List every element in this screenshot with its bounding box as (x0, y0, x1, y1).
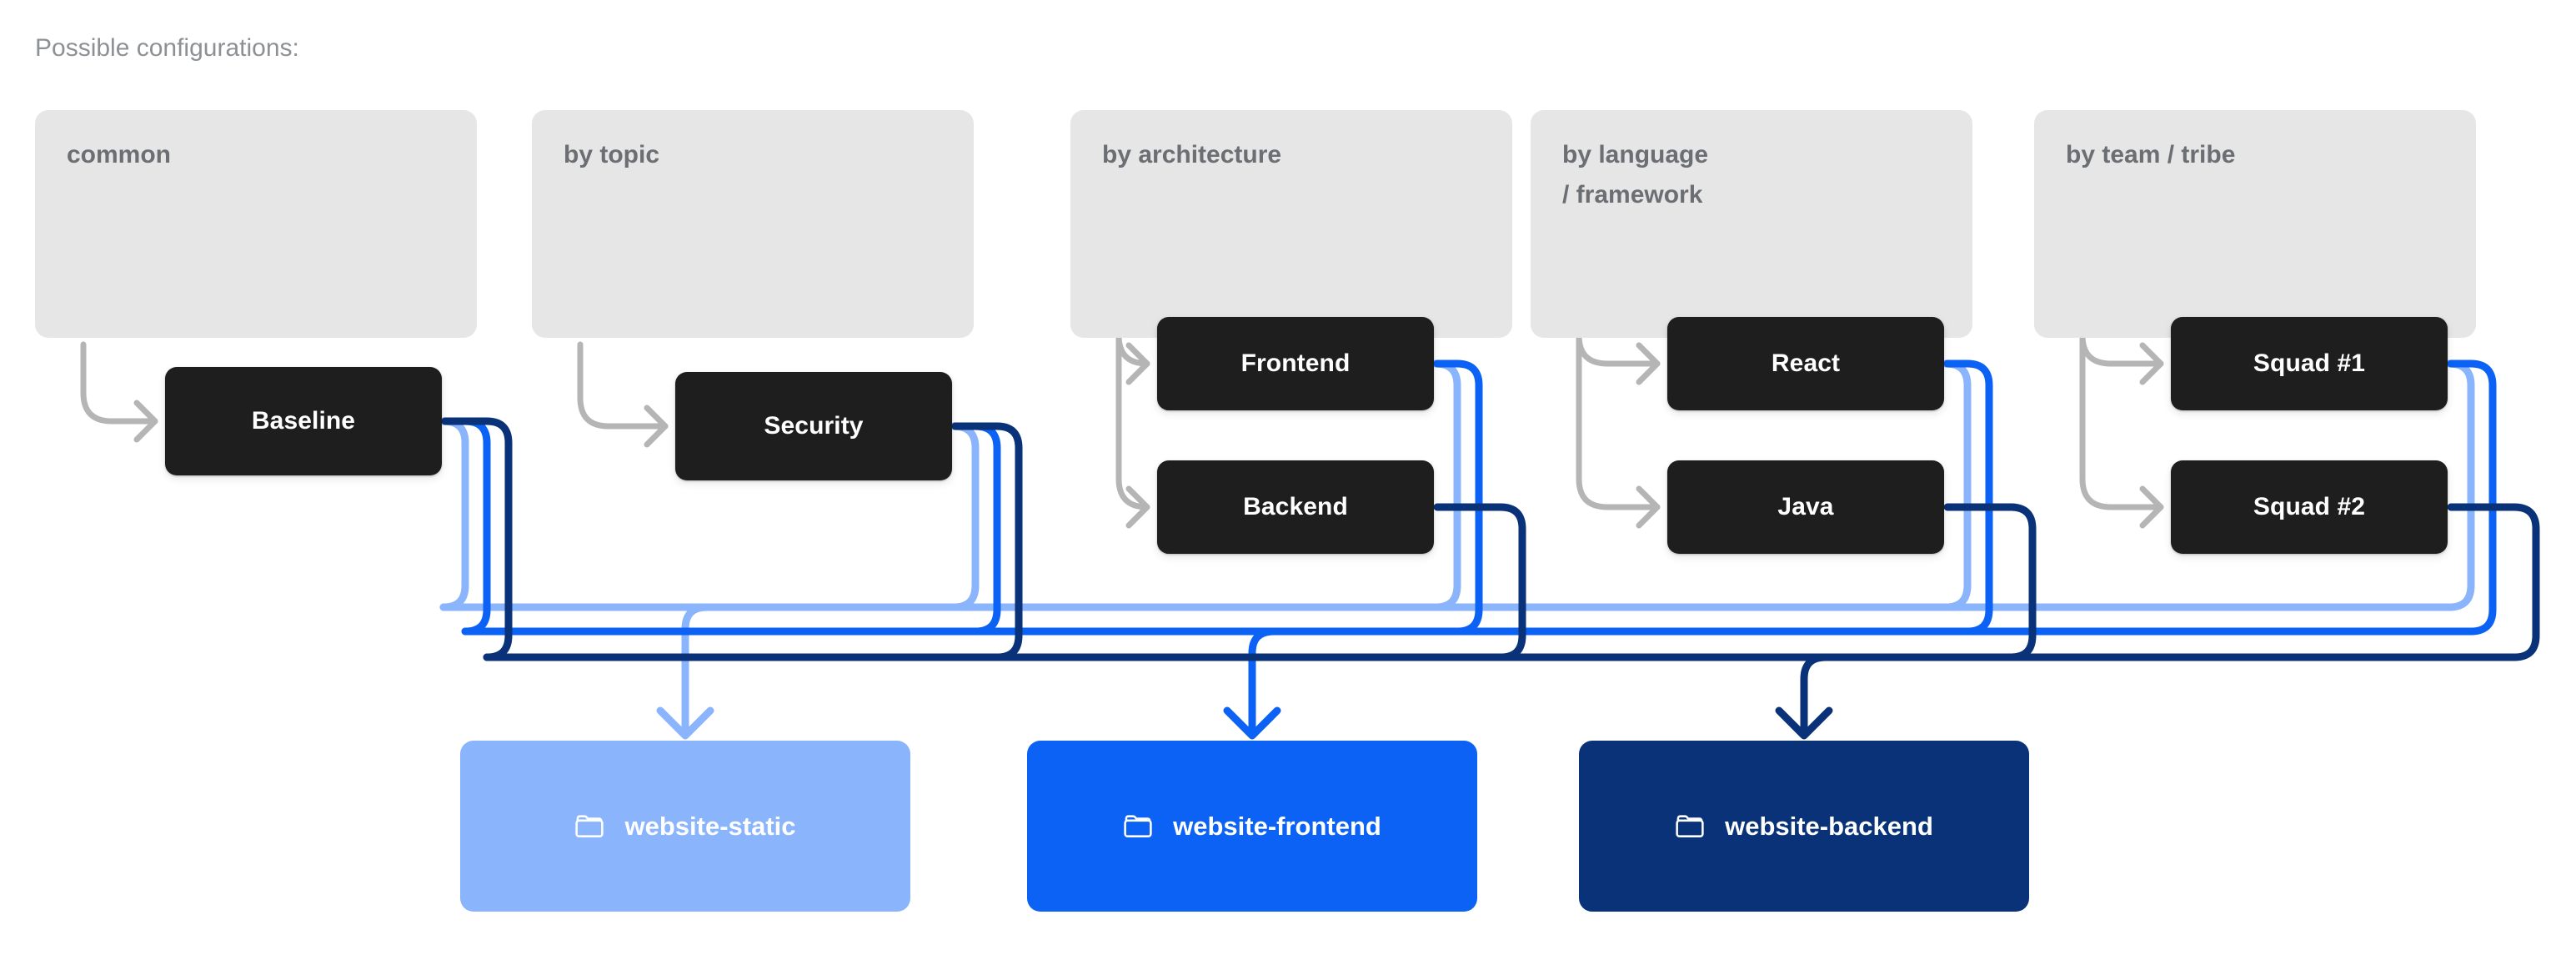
arrowhead-website-static (656, 706, 714, 740)
folder-icon (1123, 814, 1153, 839)
repo-label: website-frontend (1173, 811, 1381, 841)
node-squad1[interactable]: Squad #1 (2171, 317, 2448, 410)
wire-baseline-to-website-backend (441, 417, 513, 661)
wire-security-to-website-frontend (951, 422, 1001, 636)
group-title: by topic (564, 141, 660, 168)
wire-baseline-to-website-static (439, 417, 469, 611)
node-label: Security (764, 412, 864, 440)
wire-squad1-to-website-static (2445, 359, 2475, 611)
wire-security-to-website-static (950, 422, 980, 611)
repo-card-website-frontend[interactable]: website-frontend (1027, 741, 1477, 912)
gray-connector-by-team-squad1 (2079, 332, 2164, 367)
wire-lane-drop-website-frontend (1248, 627, 1275, 736)
wire-squad2-to-website-backend (2447, 503, 2540, 661)
group-title: common (67, 141, 172, 168)
wire-react-to-website-static (1942, 359, 1972, 611)
node-backend[interactable]: Backend (1157, 460, 1434, 554)
node-java[interactable]: Java (1667, 460, 1944, 554)
group-card-by-arch: by architecture (1070, 110, 1512, 338)
group-card-by-team: by team / tribe (2034, 110, 2476, 338)
repo-label: website-backend (1725, 811, 1933, 841)
gray-connector-by-language-java (1576, 341, 1661, 510)
gray-connector-common-baseline (80, 341, 158, 425)
node-label: Baseline (251, 407, 356, 435)
wire-security-to-website-backend (951, 422, 1023, 661)
node-label: Java (1777, 493, 1834, 520)
node-label: Backend (1243, 493, 1348, 520)
folder-icon (574, 814, 604, 839)
group-card-by-language: by language / framework (1531, 110, 1972, 338)
gray-arrowhead-squad1 (2139, 342, 2164, 385)
group-title: by architecture (1102, 141, 1282, 168)
gray-arrowhead-security (644, 405, 669, 448)
arrowhead-website-frontend (1223, 706, 1281, 740)
wire-lane-drop-website-backend (1800, 653, 1827, 736)
wire-baseline-to-website-frontend (441, 417, 491, 636)
node-react[interactable]: React (1667, 317, 1944, 410)
gray-connector-by-arch-backend (1115, 341, 1150, 510)
gray-connector-by-arch-frontend (1115, 332, 1150, 367)
repo-label: website-static (624, 811, 796, 841)
repo-card-content: website-backend (1675, 812, 1933, 842)
node-squad2[interactable]: Squad #2 (2171, 460, 2448, 554)
group-title: by team / tribe (2066, 141, 2236, 168)
gray-arrowhead-backend (1125, 485, 1150, 529)
wire-lane-drop-website-static (681, 603, 708, 736)
wire-frontend-to-website-frontend (1433, 359, 1483, 636)
gray-connector-by-language-react (1576, 332, 1661, 367)
repo-card-content: website-static (574, 811, 796, 842)
node-frontend[interactable]: Frontend (1157, 317, 1434, 410)
group-title: by language / framework (1562, 141, 1709, 209)
repo-card-website-backend[interactable]: website-backend (1579, 741, 2029, 912)
gray-arrowhead-react (1636, 342, 1661, 385)
arrowhead-website-backend (1775, 706, 1833, 740)
node-label: Squad #1 (2253, 349, 2366, 377)
gray-arrowhead-baseline (133, 400, 158, 443)
repo-card-content: website-frontend (1123, 812, 1381, 842)
wire-java-to-website-backend (1943, 503, 2037, 661)
node-label: Squad #2 (2253, 493, 2366, 520)
group-card-common: common (35, 110, 477, 338)
gray-arrowhead-squad2 (2139, 485, 2164, 529)
gray-arrowhead-frontend (1125, 342, 1150, 385)
node-label: Frontend (1240, 349, 1351, 377)
wire-squad1-to-website-frontend (2447, 359, 2497, 636)
wire-backend-to-website-backend (1433, 503, 1526, 661)
folder-icon (1675, 814, 1705, 839)
gray-connector-by-topic-security (577, 341, 669, 430)
wire-react-to-website-frontend (1943, 359, 1993, 636)
wire-frontend-to-website-static (1431, 359, 1461, 611)
page-title: Possible configurations: (35, 34, 299, 62)
node-label: React (1771, 349, 1841, 377)
group-card-by-topic: by topic (532, 110, 974, 338)
repo-card-website-static[interactable]: website-static (460, 741, 910, 912)
node-security[interactable]: Security (675, 372, 952, 480)
gray-connector-by-team-squad2 (2079, 341, 2164, 510)
gray-arrowhead-java (1636, 485, 1661, 529)
node-baseline[interactable]: Baseline (165, 367, 442, 475)
